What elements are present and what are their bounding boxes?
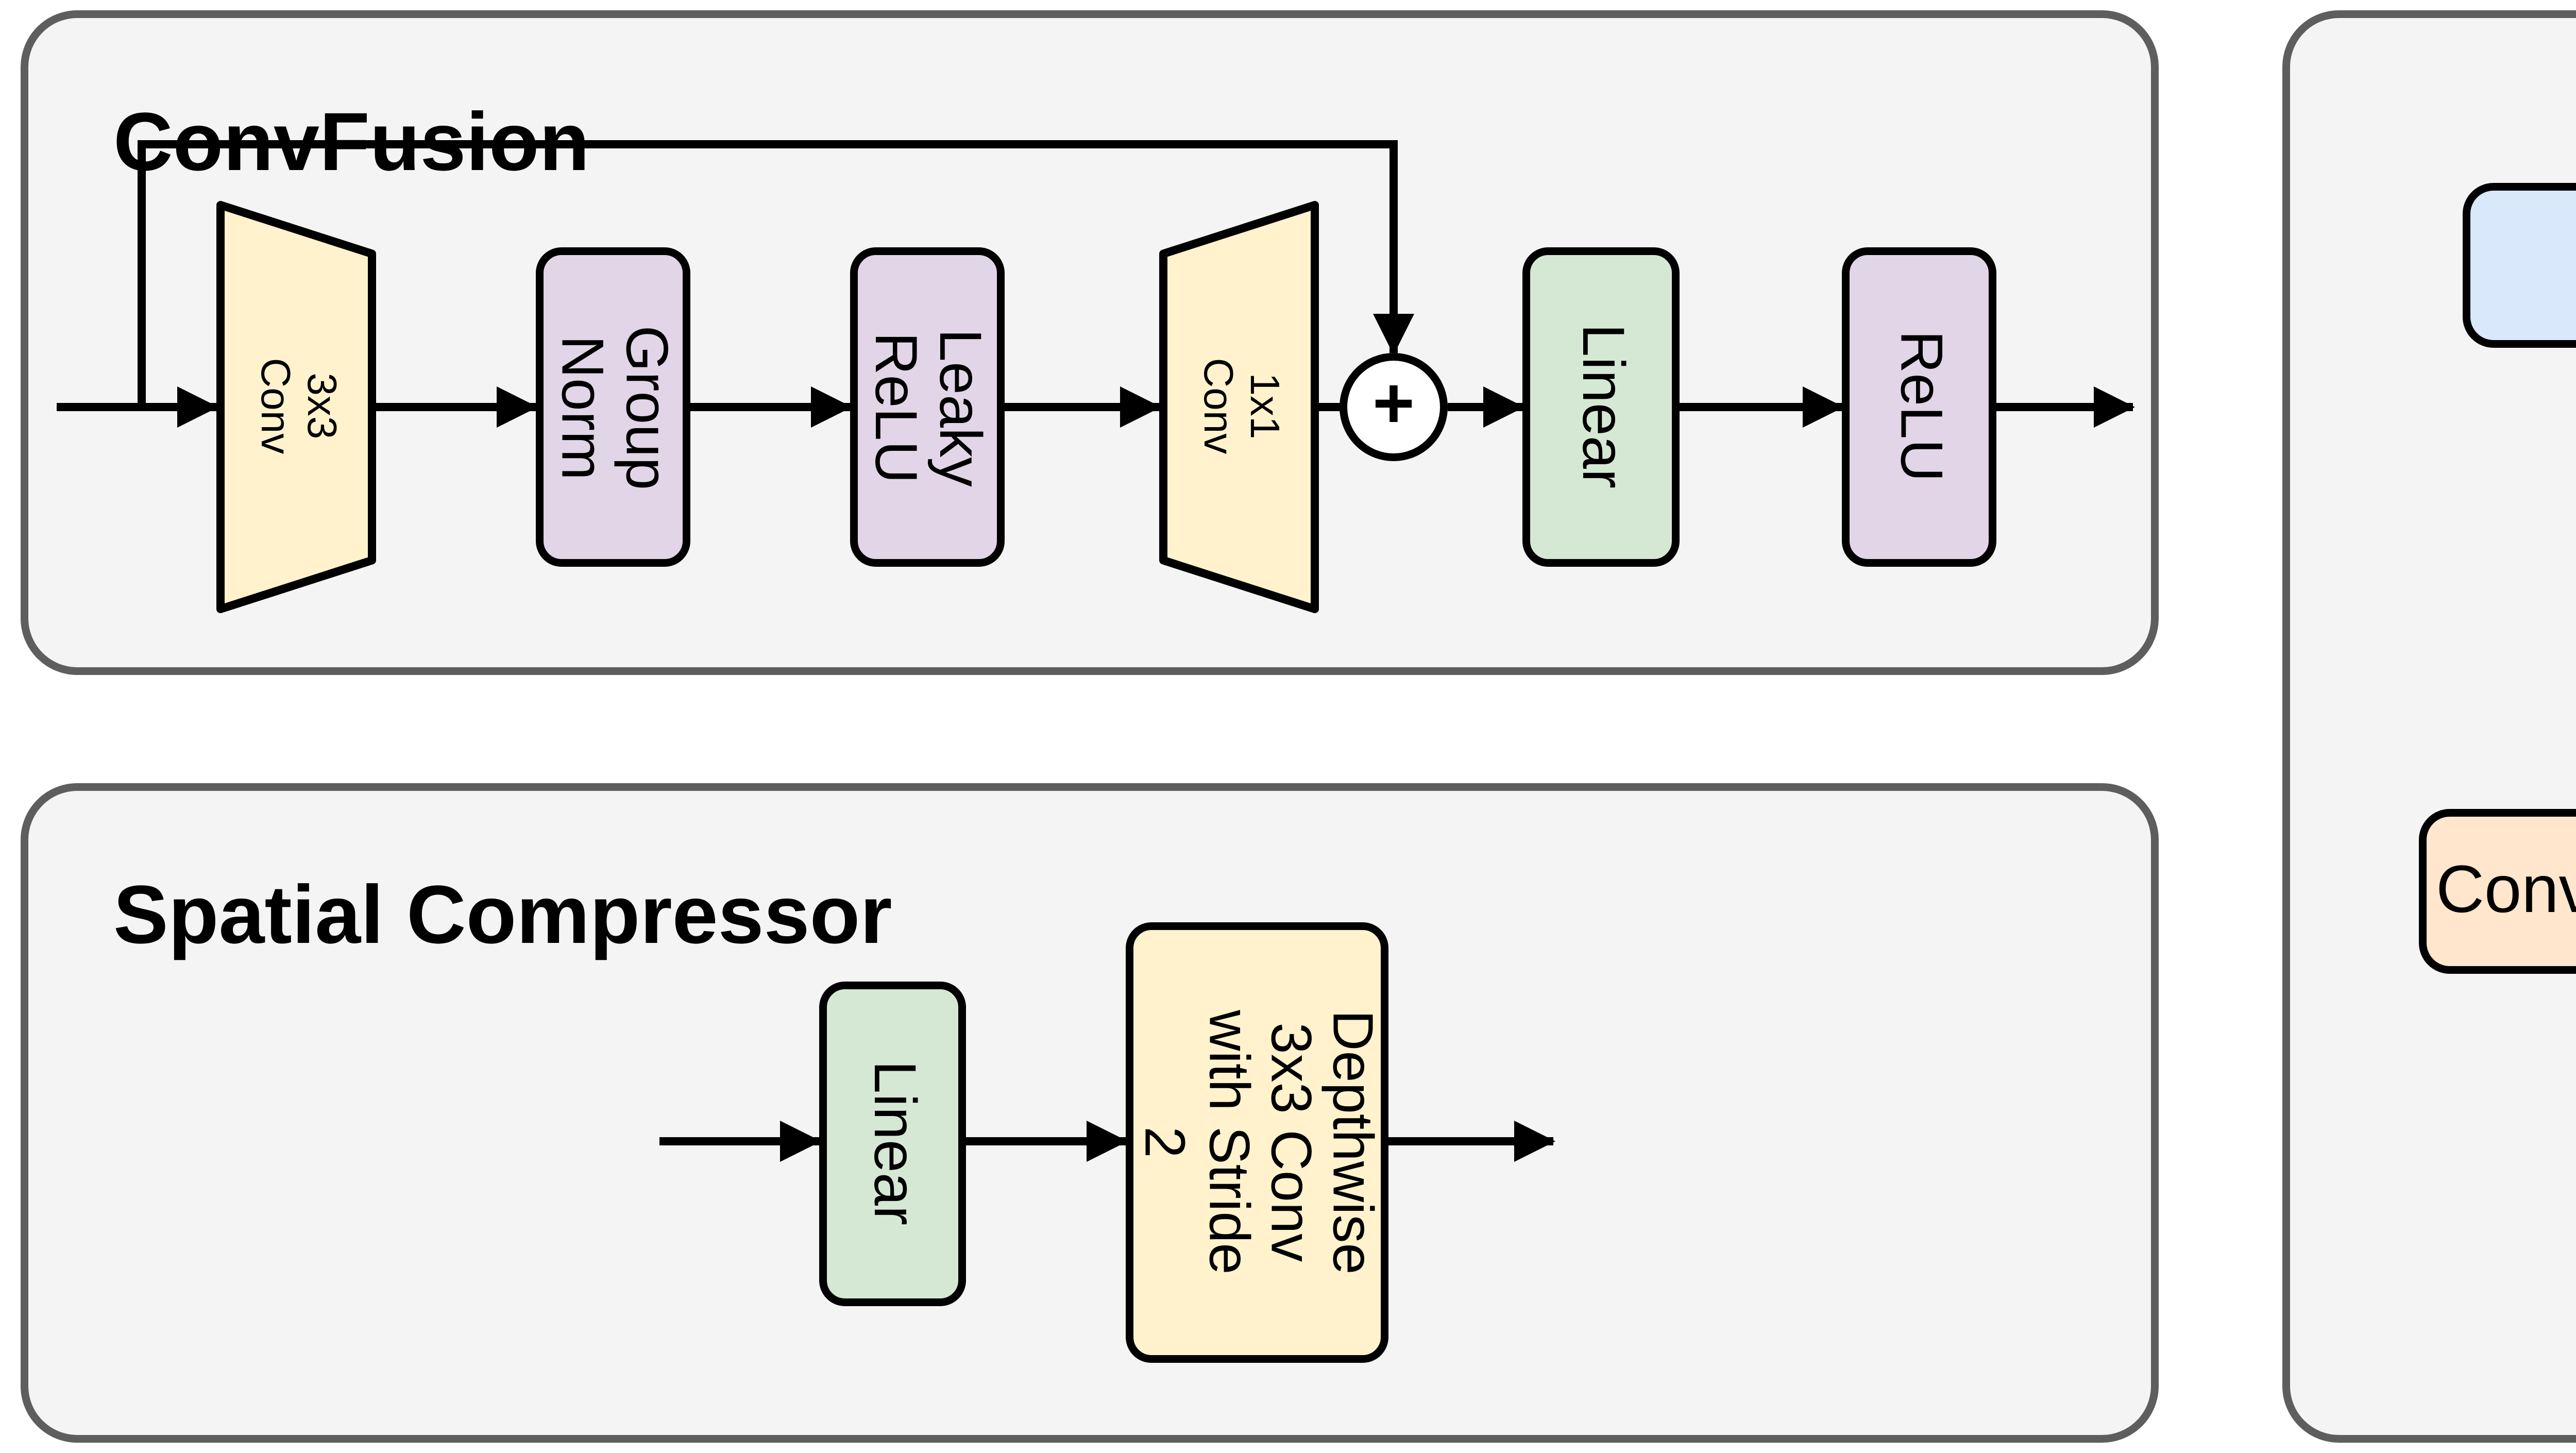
convfusion-panel (21, 10, 2159, 675)
sc-linear-label: Linear (860, 1061, 928, 1226)
conv3x3-trapezoid-shape (216, 201, 376, 613)
block-leaky-relu: Leaky ReLU (850, 247, 1005, 567)
conv1x1-trapezoid-shape (1159, 201, 1319, 613)
block-conv3x3: 3x3 Conv (216, 201, 376, 613)
spatial-compressor-panel (21, 783, 2159, 1443)
leaky-relu-label: Leaky ReLU (863, 328, 995, 486)
block-conv1x1: 1x1 Conv (1159, 201, 1319, 613)
conv1x1-label: 1x1 Conv (1195, 359, 1284, 455)
plus-icon: + (1372, 363, 1415, 443)
block-depthwise-conv: Depthwise 3x3 Conv with Stride 2 (1126, 922, 1388, 1363)
cf-linear-label: Linear (1569, 325, 1636, 489)
block-cf-relu: ReLU (1842, 247, 1996, 567)
block-sc-linear: Linear (819, 982, 966, 1306)
ea-convfusion-label: ConvFusion (2436, 851, 2576, 929)
cf-skip-connection-arrow (138, 140, 1414, 407)
group-norm-label: Group Norm (549, 325, 681, 489)
convfusion-panel-title: ConvFusion (113, 94, 590, 187)
residual-add-junction: + (1340, 353, 1448, 461)
block-matmul-top: MatMul (2463, 183, 2576, 348)
block-group-norm: Group Norm (536, 247, 690, 567)
depthwise-conv-label: Depthwise 3x3 Conv with Stride 2 (1133, 1010, 1384, 1275)
spatial-compressor-panel-title: Spatial Compressor (113, 867, 892, 960)
block-ea-convfusion: ConvFusion (2419, 809, 2576, 974)
block-cf-linear: Linear (1522, 247, 1680, 567)
conv3x3-label: 3x3 Conv (252, 359, 342, 455)
cf-relu-label: ReLU (1887, 331, 1955, 483)
